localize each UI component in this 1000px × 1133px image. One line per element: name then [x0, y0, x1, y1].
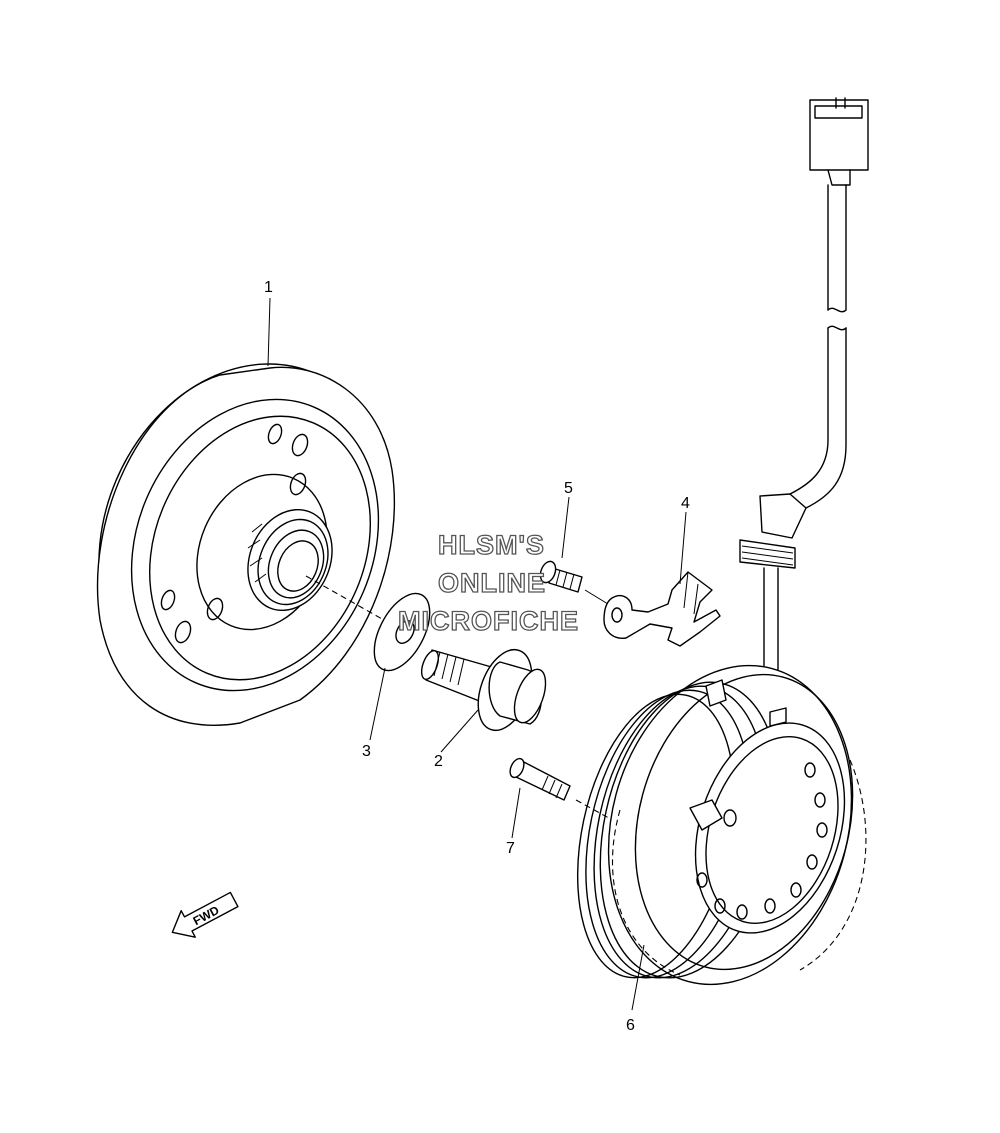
callout-leaders [267, 297, 687, 1011]
watermark-line-3: MICROFICHE [398, 606, 579, 636]
rotor-axis-line [305, 575, 399, 629]
flange-bolt-part-2[interactable] [418, 642, 552, 737]
watermark: HLSM'S ONLINE MICROFICHE [397, 529, 579, 636]
bolt-part-7[interactable] [507, 756, 571, 801]
screw-axis-line [584, 589, 609, 605]
clamp-bracket-part-4[interactable] [603, 571, 721, 647]
watermark-line-1: HLSM'S [438, 530, 545, 560]
callout-2: 2 [434, 753, 443, 770]
washer-part-3[interactable] [363, 585, 441, 680]
callout-5: 5 [564, 480, 573, 497]
stator-assembly-part-6[interactable] [554, 97, 886, 1012]
callout-4: 4 [681, 495, 690, 512]
callout-3: 3 [362, 743, 371, 760]
watermark-line-2: ONLINE [438, 568, 546, 598]
callout-6: 6 [626, 1017, 635, 1034]
fwd-arrow-icon: FWD [171, 891, 239, 938]
callout-1: 1 [264, 279, 273, 296]
screw-part-5[interactable] [538, 559, 583, 593]
rotor-part-1[interactable] [47, 318, 442, 751]
callout-7: 7 [506, 840, 515, 857]
